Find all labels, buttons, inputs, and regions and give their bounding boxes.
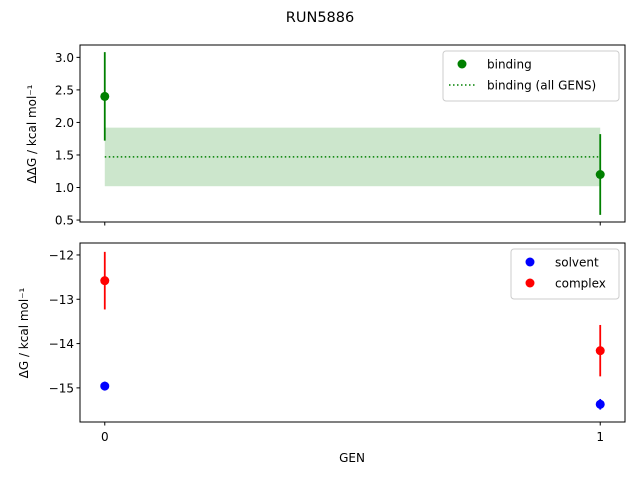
data-point-solvent — [100, 381, 110, 391]
top-axes: 0.5 1.0 1.5 2.0 2.5 3.0 binding binding (all GE… — [55, 44, 626, 228]
chart-title: RUN5886 — [286, 10, 354, 26]
legend-marker-solvent — [525, 257, 535, 267]
axes-frame — [79, 242, 626, 423]
legend-label: binding — [487, 58, 532, 72]
legend-marker-complex — [525, 278, 535, 288]
legend-box — [442, 50, 620, 102]
data-point-complex — [595, 346, 605, 356]
x-axis-label: GEN — [339, 451, 365, 465]
y-tick-label: −13 — [49, 293, 74, 307]
y-tick-label: 1.5 — [55, 148, 74, 162]
legend: solvent complex — [510, 248, 620, 300]
top-ylabel: ΔΔG / kcal mol⁻¹ — [25, 84, 39, 183]
legend-label: solvent — [555, 256, 599, 270]
x-tick-label: 1 — [596, 430, 604, 444]
y-tick-label: 3.0 — [55, 51, 74, 65]
axes-frame — [79, 44, 626, 223]
data-point-binding — [595, 169, 605, 179]
y-tick-label: 2.5 — [55, 83, 74, 97]
y-tick-label: 0.5 — [55, 214, 74, 228]
legend-label: complex — [555, 277, 606, 291]
data-point-solvent — [595, 399, 605, 409]
legend-marker-binding — [457, 59, 467, 69]
x-tick-label: 0 — [101, 430, 109, 444]
y-tick-label: 2.0 — [55, 116, 74, 130]
bottom-ylabel: ΔG / kcal mol⁻¹ — [17, 287, 31, 378]
data-point-complex — [100, 276, 110, 286]
legend-label: binding (all GENS) — [487, 79, 596, 93]
legend: binding binding (all GENS) — [442, 50, 620, 102]
y-tick-label: −12 — [49, 248, 74, 262]
legend-box — [510, 248, 620, 300]
y-tick-label: −14 — [49, 337, 74, 351]
data-point-binding — [100, 91, 110, 101]
y-tick-label: 1.0 — [55, 181, 74, 195]
y-tick-label: −15 — [49, 381, 74, 395]
bottom-axes: −12 −13 −14 −15 0 1 solvent complex — [49, 242, 626, 444]
